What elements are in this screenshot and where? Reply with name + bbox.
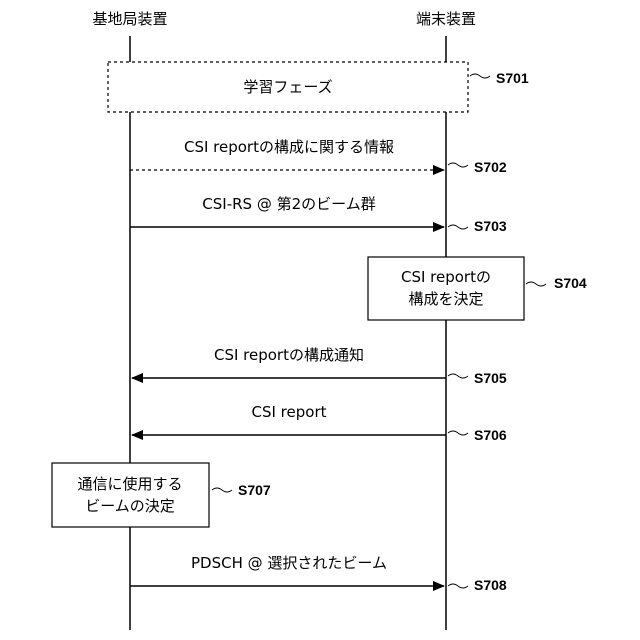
step-connector-s701	[470, 74, 490, 78]
step-connector-s703	[448, 225, 468, 229]
step-label-s703: S703	[474, 218, 507, 234]
participant-base-station: 基地局装置	[92, 10, 167, 28]
step-label-s705: S705	[474, 370, 507, 386]
message-label-s703: CSI-RS @ 第2のビーム群	[202, 195, 375, 213]
step-connector-s706	[448, 431, 468, 435]
decision-line2-s704: 構成を決定	[408, 290, 483, 308]
participant-terminal: 端末装置	[416, 10, 476, 28]
decision-line1-s704: CSI reportの	[401, 268, 491, 286]
step-connector-s705	[448, 374, 468, 378]
message-label-s705: CSI reportの構成通知	[214, 346, 364, 364]
decision-box-s707	[52, 463, 209, 527]
step-connector-s704	[526, 282, 546, 286]
step-connector-s707	[212, 488, 232, 492]
step-label-s702: S702	[474, 159, 507, 175]
step-label-s704: S704	[554, 275, 587, 291]
decision-line2-s707: ビームの決定	[85, 497, 175, 515]
step-connector-s702	[448, 163, 468, 167]
step-label-s701: S701	[496, 70, 529, 86]
message-label-s706: CSI report	[252, 403, 327, 421]
message-label-s702: CSI reportの構成に関する情報	[184, 138, 394, 156]
learning-phase-label: 学習フェーズ	[243, 78, 332, 96]
message-label-s708: PDSCH @ 選択されたビーム	[191, 554, 387, 572]
decision-line1-s707: 通信に使用する	[77, 475, 182, 493]
step-label-s708: S708	[474, 577, 507, 593]
step-connector-s708	[448, 584, 468, 588]
decision-box-s704	[368, 257, 524, 320]
step-label-s707: S707	[238, 482, 271, 498]
step-label-s706: S706	[474, 427, 507, 443]
